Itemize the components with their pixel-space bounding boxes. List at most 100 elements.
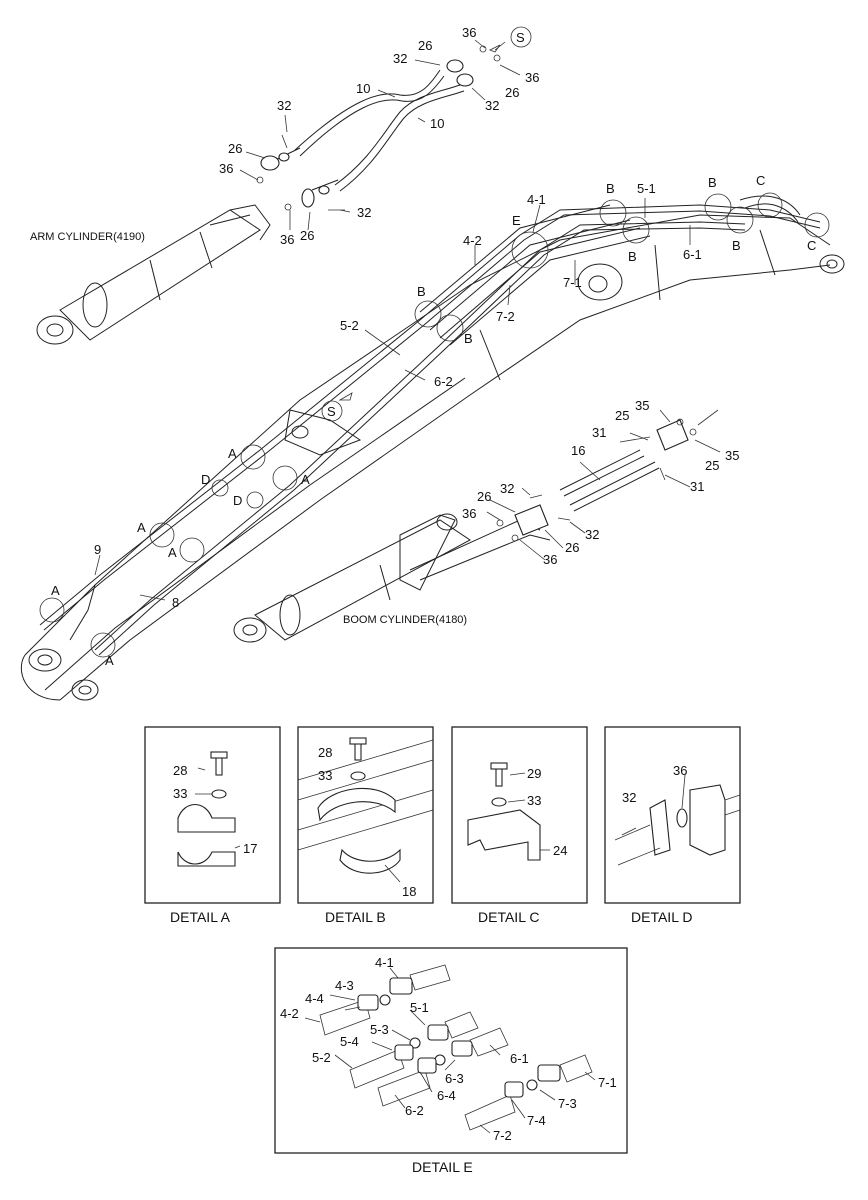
callout-32: 32: [500, 481, 514, 496]
callout-7-3: 7-3: [558, 1096, 577, 1111]
callout-33: 33: [527, 793, 541, 808]
callout-5-2: 5-2: [340, 318, 359, 333]
callout-5-3: 5-3: [370, 1022, 389, 1037]
callout-36: 36: [462, 25, 476, 40]
detail-c: 29 33 24 DETAIL C: [451, 726, 588, 925]
callout-32: 32: [277, 98, 291, 113]
callout-6-1: 6-1: [510, 1051, 529, 1066]
callout-26: 26: [505, 85, 519, 100]
callout-a: A: [168, 545, 177, 560]
detail-e: 4-1 4-3 4-4 4-2 5-1 5-3 5-4 5-2 6-1 6-3 …: [274, 947, 628, 1175]
callout-36: 36: [462, 506, 476, 521]
boom-structure: [20, 214, 845, 701]
callout-36: 36: [543, 552, 557, 567]
clamp-circles: [39, 192, 830, 658]
callout-25: 25: [705, 458, 719, 473]
detail-b-caption: DETAIL B: [325, 909, 386, 925]
callout-c: C: [756, 173, 765, 188]
callout-4-1: 4-1: [527, 192, 546, 207]
callout-4-2: 4-2: [280, 1006, 299, 1021]
callout-31: 31: [690, 479, 704, 494]
callouts-main: S 36 26 32 36 26 32 10 10 32 26 36 32 36…: [30, 25, 816, 668]
callout-32: 32: [585, 527, 599, 542]
callout-36: 36: [219, 161, 233, 176]
callout-s-top: S: [516, 30, 525, 45]
callout-9: 9: [94, 542, 101, 557]
detail-e-caption: DETAIL E: [412, 1159, 473, 1175]
callout-10: 10: [356, 81, 370, 96]
callout-7-1: 7-1: [563, 275, 582, 290]
callout-d: D: [233, 493, 242, 508]
detail-c-caption: DETAIL C: [478, 909, 539, 925]
callout-35: 35: [725, 448, 739, 463]
boom-cylinder-label: BOOM CYLINDER(4180): [343, 614, 467, 626]
callout-31: 31: [592, 425, 606, 440]
detail-a-caption: DETAIL A: [170, 909, 231, 925]
callout-32: 32: [393, 51, 407, 66]
callout-10: 10: [430, 116, 444, 131]
boom-hoses: [496, 418, 697, 542]
callout-5-4: 5-4: [340, 1034, 359, 1049]
callout-7-2: 7-2: [496, 309, 515, 324]
callout-26: 26: [477, 489, 491, 504]
arm-cylinder: [36, 204, 271, 345]
callout-a: A: [105, 653, 114, 668]
callout-6-3: 6-3: [445, 1071, 464, 1086]
callout-36: 36: [673, 763, 687, 778]
callout-35: 35: [635, 398, 649, 413]
section-markers: [321, 26, 532, 422]
callout-24: 24: [553, 843, 567, 858]
callout-26: 26: [300, 228, 314, 243]
callout-6-2: 6-2: [434, 374, 453, 389]
detail-d: 32 36 DETAIL D: [604, 726, 741, 925]
callout-b: B: [464, 331, 473, 346]
callout-a: A: [51, 583, 60, 598]
callout-26: 26: [565, 540, 579, 555]
callout-b: B: [417, 284, 426, 299]
callout-26: 26: [418, 38, 432, 53]
arm-pipes: [256, 45, 501, 211]
callout-a: A: [228, 446, 237, 461]
callout-28: 28: [173, 763, 187, 778]
callout-18: 18: [402, 884, 416, 899]
detail-d-caption: DETAIL D: [631, 909, 692, 925]
detail-a: 28 33 17 DETAIL A: [144, 726, 281, 925]
callout-e: E: [512, 213, 521, 228]
callout-b: B: [732, 238, 741, 253]
callout-17: 17: [243, 841, 257, 856]
callout-c: C: [807, 238, 816, 253]
callout-36: 36: [280, 232, 294, 247]
callout-6-1: 6-1: [683, 247, 702, 262]
callout-32: 32: [357, 205, 371, 220]
leader-lines: [94, 39, 721, 601]
callout-25: 25: [615, 408, 629, 423]
callout-26: 26: [228, 141, 242, 156]
callout-6-4: 6-4: [437, 1088, 456, 1103]
callout-5-2: 5-2: [312, 1050, 331, 1065]
callout-16: 16: [571, 443, 585, 458]
callout-32: 32: [485, 98, 499, 113]
callout-7-4: 7-4: [527, 1113, 546, 1128]
callout-6-2: 6-2: [405, 1103, 424, 1118]
callout-8: 8: [172, 595, 179, 610]
callout-36: 36: [525, 70, 539, 85]
callout-32: 32: [622, 790, 636, 805]
callout-a: A: [137, 520, 146, 535]
callout-4-2: 4-2: [463, 233, 482, 248]
callout-d: D: [201, 472, 210, 487]
callout-a: A: [301, 472, 310, 487]
callout-s-mid: S: [327, 404, 336, 419]
callout-33: 33: [173, 786, 187, 801]
callout-5-1: 5-1: [410, 1000, 429, 1015]
callout-5-1: 5-1: [637, 181, 656, 196]
callout-4-4: 4-4: [305, 991, 324, 1006]
callout-33: 33: [318, 768, 332, 783]
callout-b: B: [606, 181, 615, 196]
callout-b: B: [708, 175, 717, 190]
boom-pipes: [39, 195, 821, 656]
arm-cylinder-label: ARM CYLINDER(4190): [30, 231, 145, 243]
callout-4-1: 4-1: [375, 955, 394, 970]
callout-29: 29: [527, 766, 541, 781]
callout-4-3: 4-3: [335, 978, 354, 993]
